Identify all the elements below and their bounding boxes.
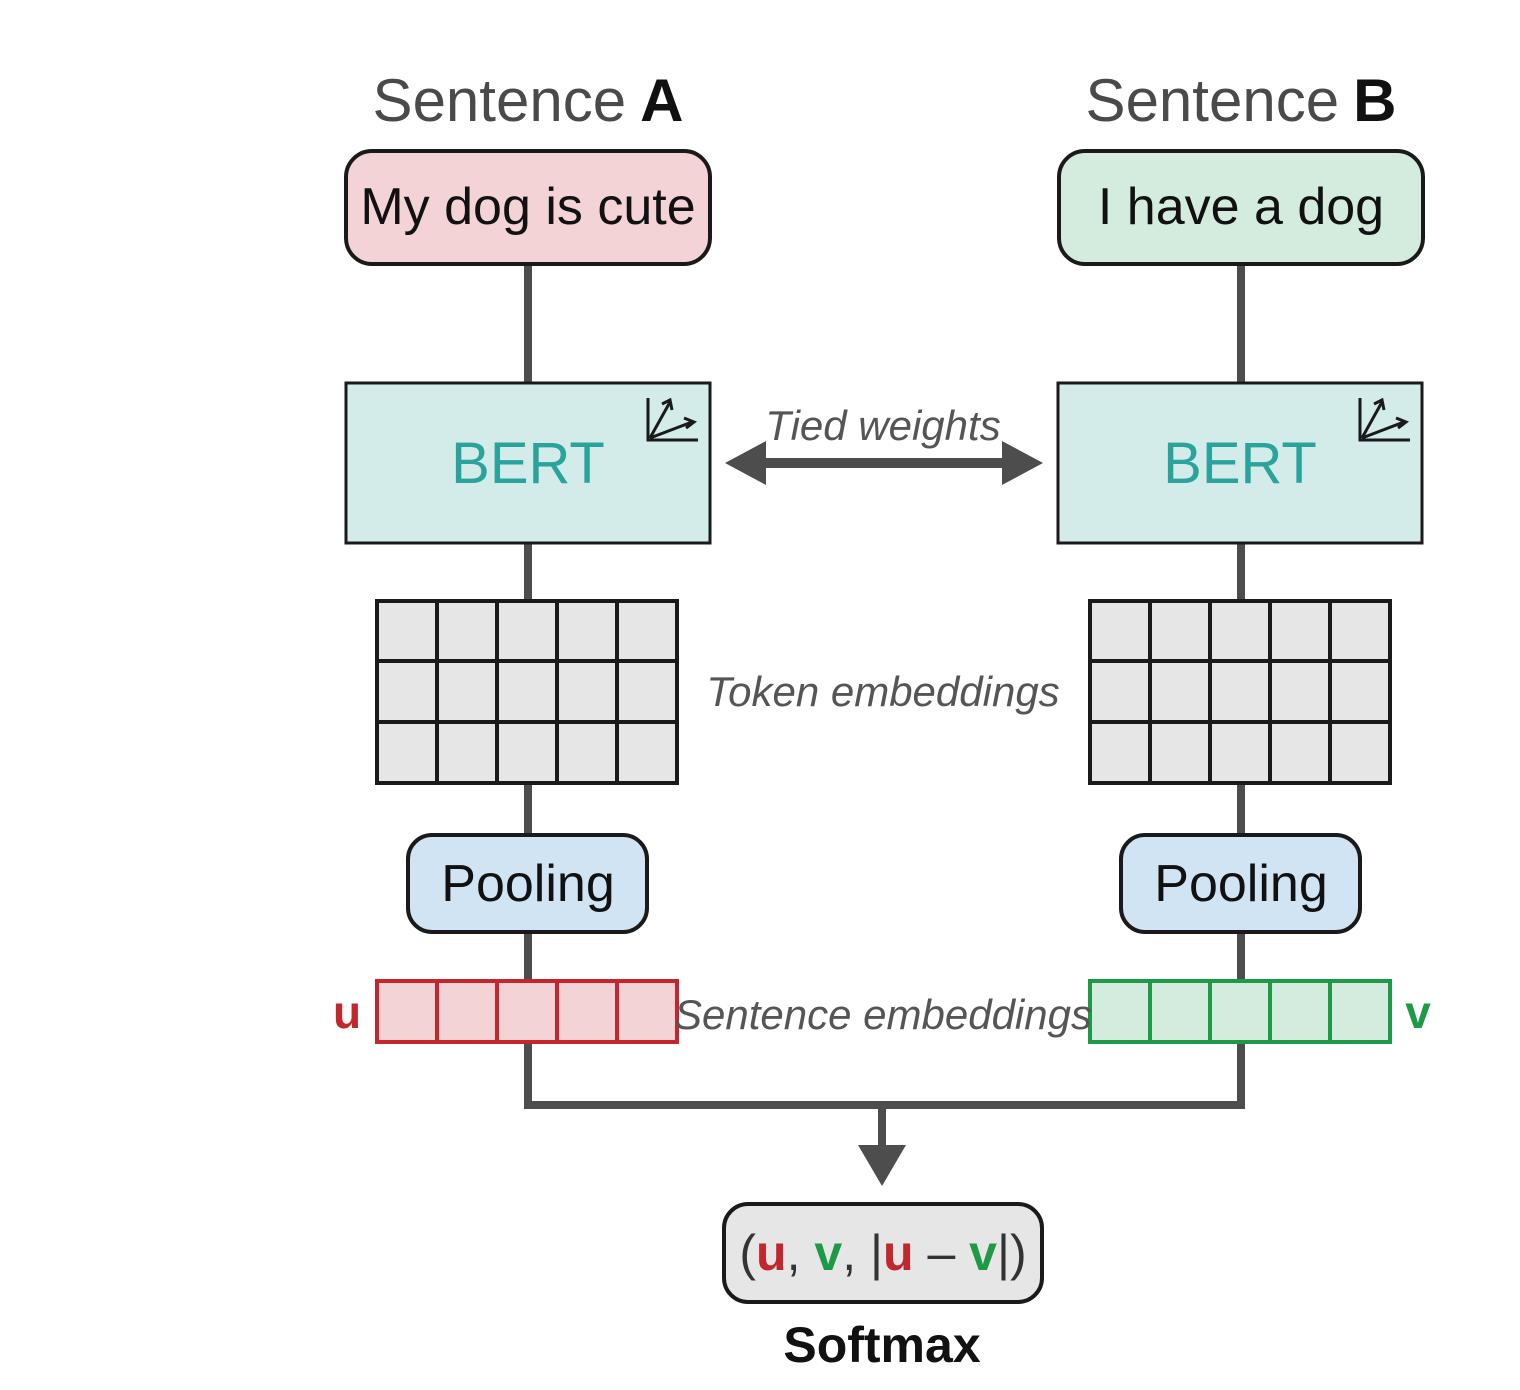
token-embeddings-label: Token embeddings [706, 668, 1059, 715]
down-arrow-icon [858, 1145, 906, 1186]
vector-u-label: u [333, 986, 361, 1038]
concat-box [722, 1202, 1044, 1304]
sentence-embedding-u [375, 979, 679, 1044]
sentence-b-text: I have a dog [1098, 178, 1384, 236]
sentence-embeddings-label: Sentence embeddings [674, 991, 1092, 1038]
pooling-b-label: Pooling [1154, 855, 1327, 913]
double-arrow-icon [725, 441, 1043, 485]
softmax-label: Softmax [783, 1317, 980, 1373]
token-embeddings-a-grid [375, 599, 679, 785]
sentence-a-input-box [344, 149, 712, 266]
sentence-embedding-v [1088, 979, 1392, 1044]
pooling-b-box [1119, 833, 1362, 934]
vector-axes-icon [646, 397, 698, 442]
vector-axes-icon [1358, 397, 1410, 442]
connector-lines [524, 265, 1245, 1150]
concat-formula: (u, v, |u – v|) [739, 1225, 1026, 1281]
sentence-b-input-box [1057, 149, 1425, 266]
sentence-a-text: My dog is cute [360, 178, 695, 236]
pooling-a-label: Pooling [441, 855, 614, 913]
pooling-a-box [406, 833, 649, 934]
tied-weights-label: Tied weights [765, 402, 1000, 449]
bert-b-label: BERT [1163, 431, 1317, 496]
vector-v-label: v [1405, 986, 1431, 1038]
token-embeddings-b-grid [1088, 599, 1392, 785]
bert-a-label: BERT [451, 431, 605, 496]
